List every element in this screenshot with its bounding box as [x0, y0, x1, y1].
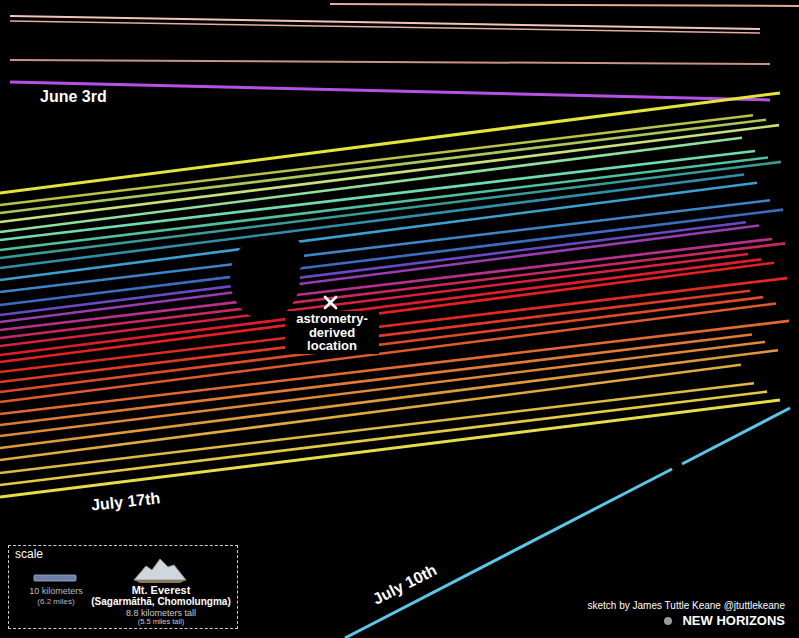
chord-line — [0, 259, 761, 355]
mountain-height-imperial: (5.5 miles tall) — [138, 618, 185, 627]
date-label: June 3rd — [40, 88, 107, 106]
scale-heading: scale — [15, 548, 43, 562]
chord-line — [0, 115, 753, 205]
chord-line — [0, 162, 781, 258]
chord-line — [10, 60, 770, 64]
everest-icon — [134, 559, 186, 580]
chord-line — [0, 263, 774, 362]
chord-line — [0, 120, 766, 213]
mountain-height: 8.8 kilometers tall — [126, 608, 196, 618]
chord-line — [0, 183, 757, 280]
scale-box: scale 10 kilometers(6.2 miles) Mt. Everest… — [8, 545, 238, 629]
scale-length: 10 kilometers — [29, 586, 83, 596]
location-mark — [325, 297, 336, 308]
chord-line — [10, 82, 770, 100]
chord-line — [0, 243, 785, 338]
chord-line — [0, 350, 778, 448]
chord-line — [0, 321, 789, 414]
july10-chord — [682, 408, 790, 464]
object-silhouette — [264, 234, 304, 278]
chord-line — [330, 4, 799, 6]
chord-line — [0, 342, 765, 436]
everest-icon — [134, 580, 186, 583]
chord-line — [0, 157, 768, 250]
date-label: July 17th — [87, 488, 164, 516]
chord-line — [0, 125, 779, 222]
mission-icon — [664, 617, 672, 625]
july10-chord — [345, 469, 672, 638]
mission-name: NEW HORIZONS — [682, 614, 785, 629]
chord-line — [0, 239, 772, 330]
chord-line — [0, 93, 780, 193]
scale-bar — [34, 575, 76, 581]
scale-length-imperial: (6.2 miles) — [37, 597, 74, 606]
mountain-name: Mt. Everest — [132, 584, 191, 597]
chord-line — [0, 365, 741, 460]
location-label: astrometry-derived location — [285, 311, 379, 354]
date-label: July 10th — [367, 559, 443, 611]
credit-text: sketch by James Tuttle Keane @jtuttlekea… — [588, 600, 785, 612]
occultation-chords — [0, 4, 799, 497]
chord-line — [10, 21, 760, 33]
chord-line — [0, 383, 754, 473]
chord-line — [0, 174, 744, 268]
mountain-alt-names: (Sagarmāthā, Chomolungma) — [91, 596, 230, 608]
chord-line — [0, 392, 767, 485]
chord-line — [0, 400, 780, 497]
chord-line — [0, 278, 787, 372]
